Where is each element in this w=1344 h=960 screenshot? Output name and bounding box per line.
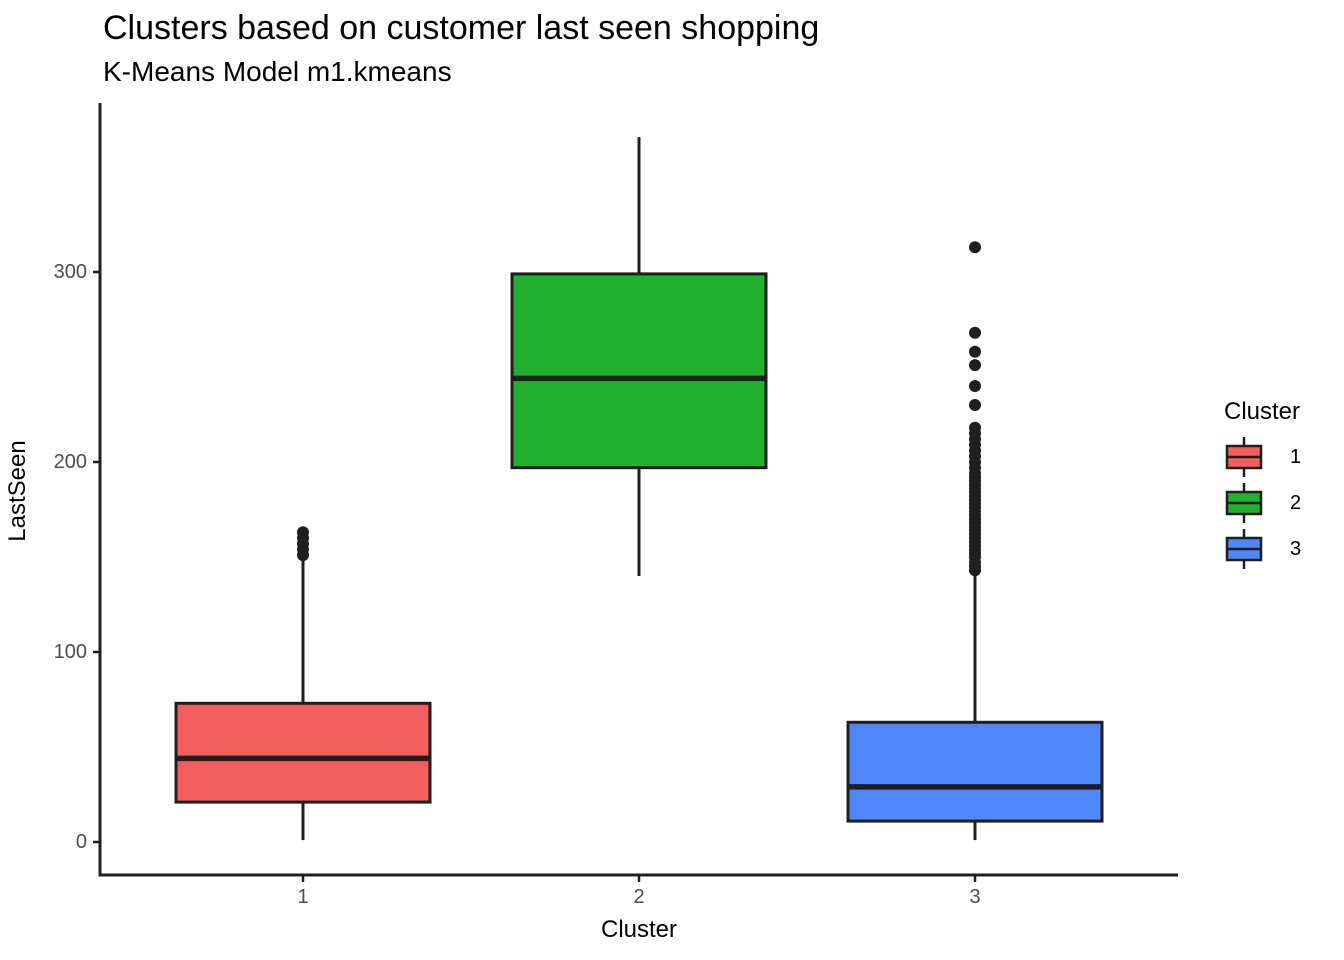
legend-entry-label: 2 xyxy=(1290,491,1302,514)
legend-entry-1: 1 xyxy=(1222,434,1301,480)
outlier-point-cluster-3 xyxy=(969,421,981,434)
boxplot-box-cluster-3 xyxy=(846,720,1104,823)
boxplot-box-cluster-2 xyxy=(510,272,768,470)
y-axis-title: LastSeen xyxy=(4,440,31,542)
chart-title: Clusters based on customer last seen sho… xyxy=(103,9,820,47)
outlier-point-cluster-3 xyxy=(969,326,981,339)
y-tick-label: 0 xyxy=(76,831,87,853)
x-tick-label: 3 xyxy=(969,886,980,908)
legend-title: Cluster xyxy=(1224,398,1301,425)
legend-key-boxplot-glyph xyxy=(1225,437,1263,477)
legend-key-boxplot-glyph xyxy=(1225,529,1263,569)
outlier-point-cluster-3 xyxy=(969,399,981,411)
legend-entries: 1 2 3 xyxy=(1222,434,1301,572)
outlier-point-cluster-1 xyxy=(297,526,309,539)
legend-entry-2: 2 xyxy=(1222,480,1301,526)
x-tick-label: 2 xyxy=(633,886,644,908)
outlier-point-cluster-3 xyxy=(969,380,981,392)
legend-entry-3: 3 xyxy=(1222,526,1301,572)
legend-entry-label: 3 xyxy=(1290,537,1302,560)
y-tick-label: 200 xyxy=(54,451,87,473)
y-tick-label: 100 xyxy=(54,641,87,663)
outlier-point-cluster-3 xyxy=(969,359,981,372)
chart-subtitle: K-Means Model m1.kmeans xyxy=(103,56,452,87)
outlier-point-cluster-3 xyxy=(969,345,981,358)
x-axis-title: Cluster xyxy=(600,916,678,943)
legend: Cluster 1 2 3 xyxy=(1222,398,1301,572)
boxplot-box-cluster-1 xyxy=(174,701,432,804)
legend-key-boxplot-glyph xyxy=(1225,483,1263,523)
x-tick-label: 1 xyxy=(297,886,308,908)
outlier-point-cluster-3 xyxy=(969,241,981,254)
legend-entry-label: 1 xyxy=(1290,445,1302,468)
y-tick-label: 300 xyxy=(54,261,87,283)
